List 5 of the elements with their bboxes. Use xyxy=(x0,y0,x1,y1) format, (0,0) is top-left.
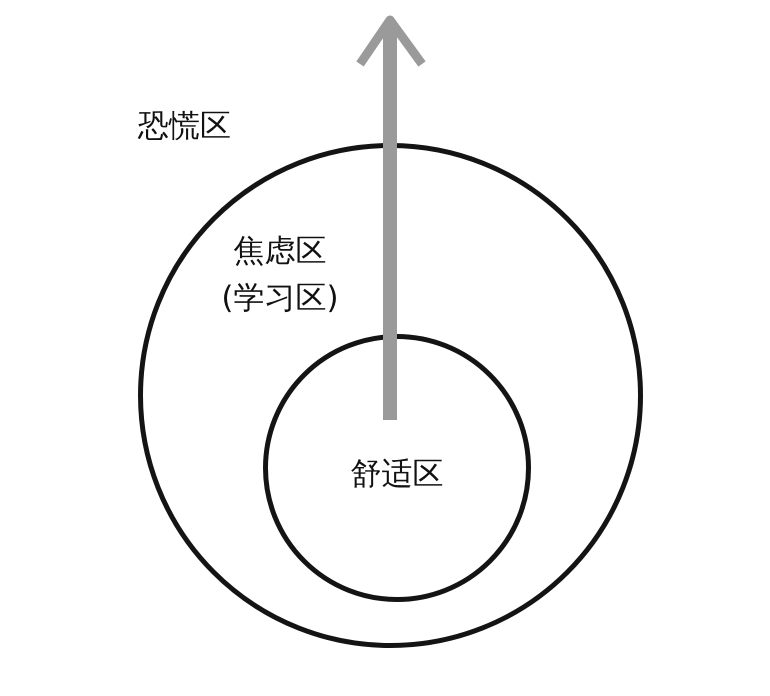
zone-label: 恐慌区 xyxy=(138,107,231,146)
zone-label: 焦虑区 (学习区) xyxy=(220,232,340,318)
outer-circle xyxy=(138,143,643,648)
zone-label: 舒适区 xyxy=(350,455,444,494)
inner-circle xyxy=(263,334,531,602)
